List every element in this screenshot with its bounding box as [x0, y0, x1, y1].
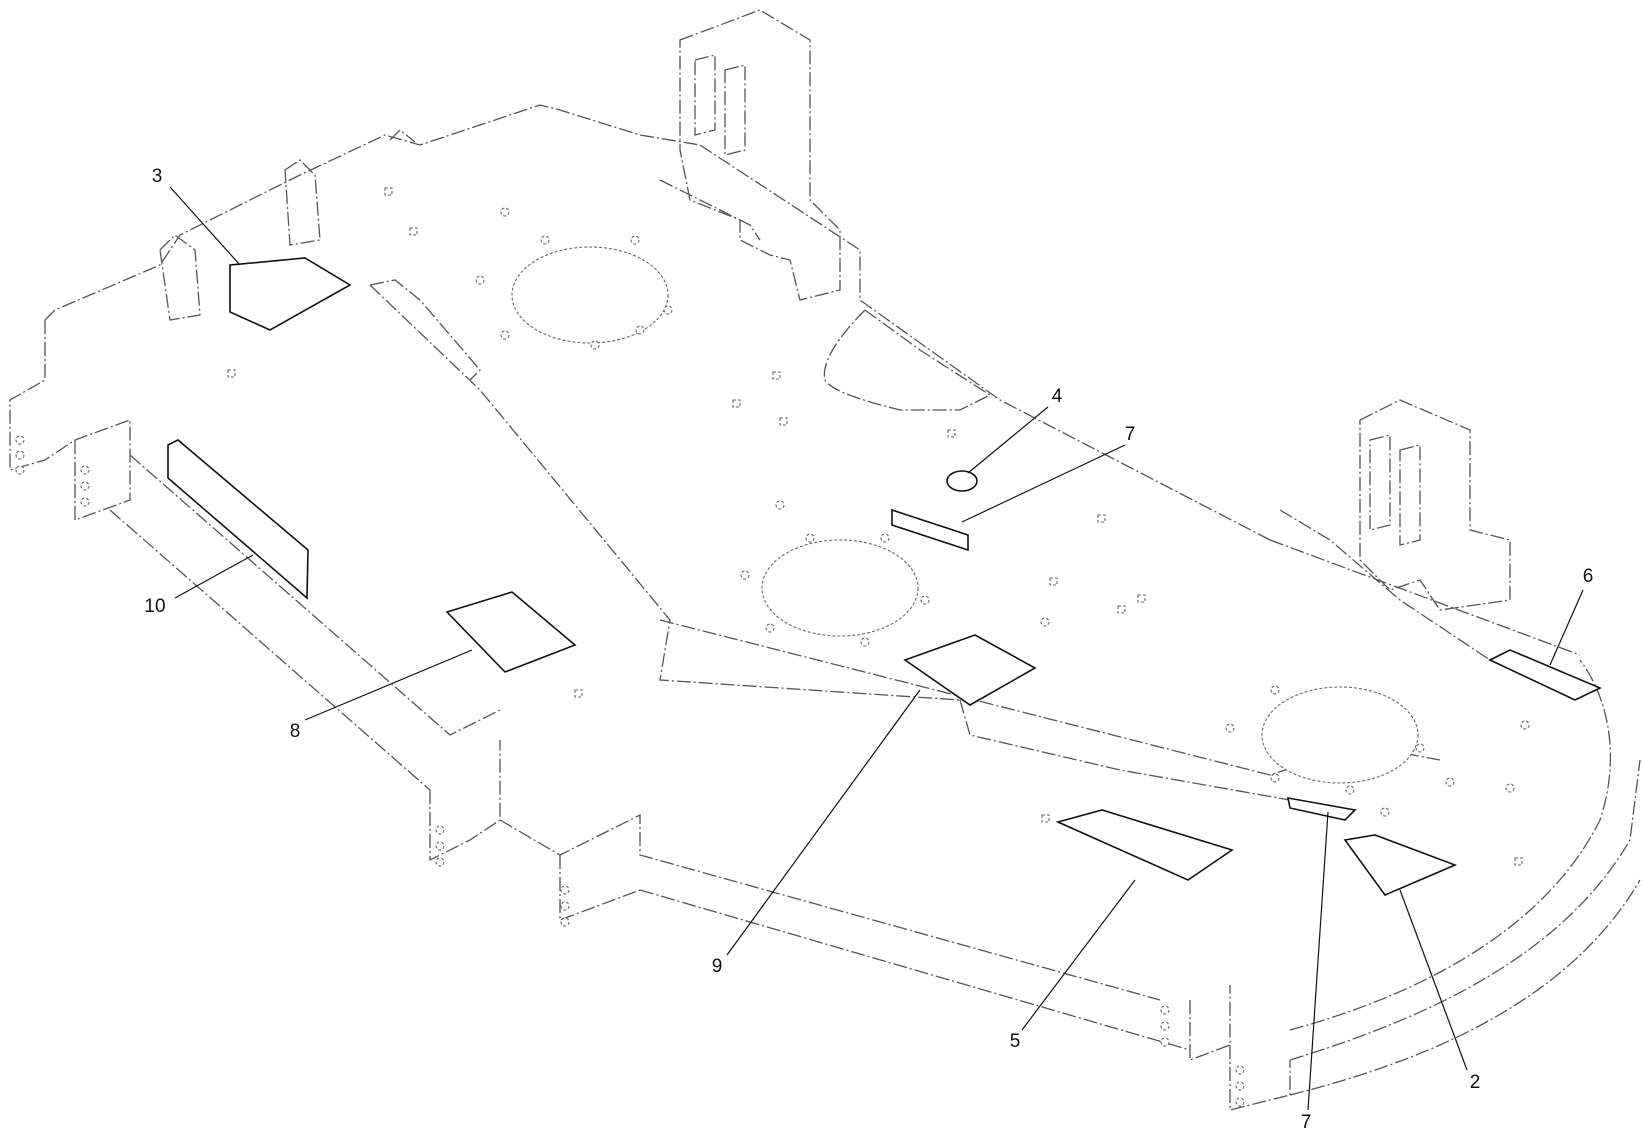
callout-3: 3: [152, 166, 163, 187]
callout-8: 8: [290, 721, 301, 742]
decal-2: [1343, 834, 1458, 896]
callout-4: 4: [1052, 386, 1063, 407]
decal-7-top: [891, 508, 969, 552]
left-mounting-ears: [159, 129, 416, 321]
callout-2: 2: [1470, 1072, 1481, 1093]
decal-7-bottom: [1286, 797, 1357, 821]
spindle-bolt-holes: [475, 207, 1530, 817]
leader-lines: [169, 186, 1584, 1111]
callout-5: 5: [1010, 1031, 1021, 1052]
spindle-openings: [511, 246, 1419, 784]
decals: [167, 257, 1602, 896]
callout-labels: 3 4 7 6 10 8 9 5 2 7: [144, 166, 1593, 1133]
deck-slots: [227, 187, 1523, 866]
decal-3: [229, 257, 352, 331]
decal-5: [1055, 809, 1234, 881]
callout-7-top: 7: [1125, 424, 1136, 445]
callout-6: 6: [1583, 566, 1594, 587]
callout-10: 10: [144, 596, 165, 617]
bracket-holes: [15, 435, 1245, 1107]
callout-9: 9: [712, 956, 723, 977]
decal-6: [1488, 649, 1602, 701]
decal-9: [903, 634, 1037, 706]
decal-8: [445, 591, 577, 673]
decal-10: [167, 439, 309, 600]
callout-7-bottom: 7: [1301, 1112, 1312, 1133]
decal-4: [946, 470, 978, 492]
rear-right-tower-bracket: [1279, 399, 1511, 661]
rear-left-tower-bracket: [659, 9, 841, 301]
